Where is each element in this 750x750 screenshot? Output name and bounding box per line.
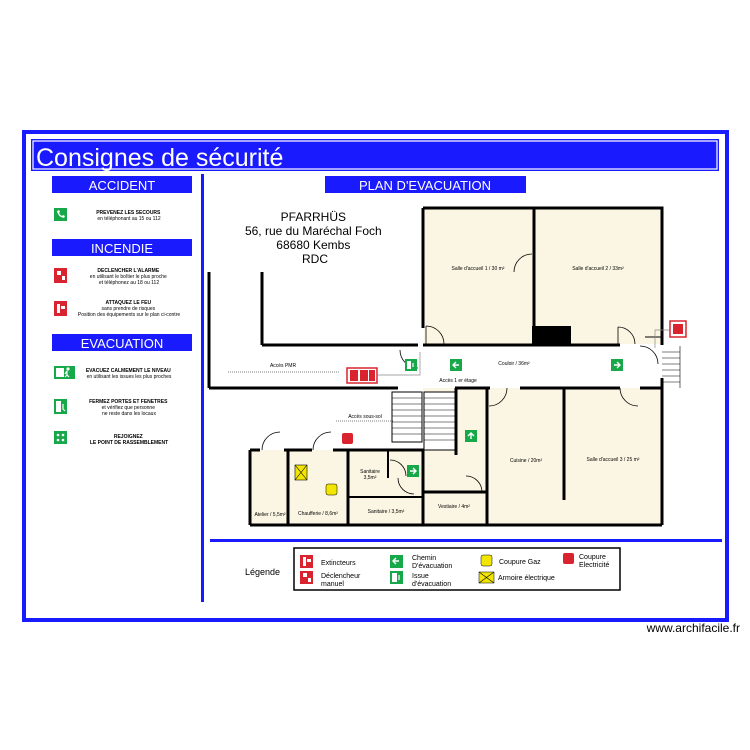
svg-text:REJOIGNEZ LE POINT DE RASS: REJOIGNEZ LE POINT DE RASSEMBLEMENT: [90, 434, 168, 446]
svg-text:Issue d'évacuation: Issue d'évacuation: [412, 573, 451, 588]
power-cut-marker: [342, 433, 353, 444]
incendie-header: [52, 239, 192, 256]
evacuation-item2-line-1: FERMEZ PORTES ET FENETRES: [89, 399, 168, 405]
extinguisher-marker-hall: [346, 367, 378, 384]
legend-issue-1: Issue: [412, 573, 429, 580]
exit-marker-corridor: [405, 359, 417, 371]
electrical-cabinet-marker: [294, 464, 308, 481]
arrow-right-icon: [611, 359, 623, 371]
arrow-up-icon: [465, 430, 477, 442]
legend-chemin-2: D'évacuation: [412, 563, 452, 570]
room-sanitaire1: Sanitaire: [360, 469, 380, 475]
column-divider: [201, 174, 204, 602]
room-sanitaire1-area: 3,5m²: [364, 475, 377, 481]
svg-text:PREVENEZ LES SECOURS en té: PREVENEZ LES SECOURS en téléphonant au 1…: [96, 210, 162, 222]
legend-label: Légende: [245, 567, 280, 577]
legend-power-cut-icon: [563, 553, 574, 564]
evacuation-header: [52, 334, 192, 351]
legend-declencheur-1: Déclencheur: [321, 573, 361, 580]
evacuation-item3-line-2: LE POINT DE RASSEMBLEMENT: [90, 440, 168, 446]
exit-door-icon: [54, 399, 67, 414]
legend-manual-trigger-icon: [300, 571, 313, 584]
gas-cut-marker: [325, 483, 338, 496]
room-atelier: Atelier / 5,5m²: [254, 512, 285, 518]
room-cuisine: Cuisine / 20m²: [510, 458, 543, 464]
room-acces-sous-sol: Accès sous-sol: [348, 414, 382, 420]
svg-text:EVACUEZ CALMEMENT LE NIVEAU: EVACUEZ CALMEMENT LE NIVEAU en utilisant…: [86, 368, 172, 380]
svg-text:Chemin D'évacuation: Chemin D'évacuation: [412, 555, 452, 570]
page-title: Consignes de sécurité: [36, 144, 283, 172]
evacuation-item3-line-1: REJOIGNEZ: [114, 434, 143, 440]
evacuation-item2-line-3: ne reste dans les locaux: [102, 411, 156, 417]
extinguisher-marker-right: [669, 320, 687, 338]
evacuation-item1-line-2: en utilisant les issues les plus proches: [87, 374, 172, 380]
accident-line-2: en téléphonant au 15 ou 112: [97, 216, 161, 222]
legend-chemin-1: Chemin: [412, 555, 436, 562]
legend-separator: [210, 539, 722, 542]
incendie-item1-line-2: en utilisant le boîtier le plus proche: [90, 274, 167, 280]
room-acces-etage: Accès 1 er étage: [439, 378, 477, 384]
legend-extincteurs: Extincteurs: [321, 560, 356, 567]
svg-text:Coupure Electricité: Coupure Electricité: [579, 554, 609, 569]
incendie-header-text: INCENDIE: [91, 241, 153, 256]
evacuation-item1-line-1: EVACUEZ CALMEMENT LE NIVEAU: [86, 368, 171, 374]
room-salle2: Salle d'accueil 2 / 33m²: [572, 266, 624, 272]
svg-text:PFARRHÜS 56, rue du Maréch: PFARRHÜS 56, rue du Maréchal Foch 68680 …: [245, 210, 385, 266]
room-salle3: Salle d'accueil 3 / 25 m²: [587, 457, 640, 463]
incendie-item2-line-1: ATTAQUEZ LE FEU: [105, 300, 151, 306]
legend-declencheur-2: manuel: [321, 581, 344, 588]
plan-header: [325, 176, 526, 193]
room-chaufferie: Chaufferie / 8,6m²: [298, 511, 338, 517]
legend-extinguisher-icon: [300, 555, 313, 568]
address-line-3: 68680 Kembs: [276, 238, 350, 252]
assembly-point-icon: [54, 431, 67, 444]
svg-text:ATTAQUEZ LE FEU sans prend: ATTAQUEZ LE FEU sans prendre de risques …: [78, 300, 180, 318]
svg-text:DECLENCHER L'ALARME en uti: DECLENCHER L'ALARME en utilisant le boît…: [90, 268, 168, 286]
plan-header-text: PLAN D'EVACUATION: [359, 178, 491, 193]
address-line-1: PFARRHÜS: [281, 210, 346, 224]
room-couloir: Couloir / 36m²: [498, 361, 530, 367]
accident-header: [52, 176, 192, 193]
arrow-left-icon: [450, 359, 462, 371]
room-vestiaire: Vestiaire / 4m²: [438, 504, 470, 510]
legend-coupure-elec-1: Coupure: [579, 554, 606, 561]
room-acces-pmr: Accès PMR: [270, 363, 297, 369]
arrow-right-icon-lower: [407, 465, 419, 477]
extinguisher-icon: [54, 301, 67, 316]
address-line-2: 56, rue du Maréchal Foch: [245, 224, 382, 238]
accident-header-text: ACCIDENT: [89, 178, 156, 193]
legend-coupure-gaz: Coupure Gaz: [499, 559, 541, 566]
exit-icon: [54, 366, 75, 379]
legend-exit-icon: [390, 571, 403, 584]
fire-alarm-icon: [54, 268, 67, 283]
phone-icon: [54, 208, 67, 221]
room-sanitaire2: Sanitaire / 3,5m²: [368, 509, 405, 515]
accident-line-1: PREVENEZ LES SECOURS: [96, 210, 161, 216]
incendie-item1-line-3: et téléphonez au 18 ou 112: [99, 280, 159, 286]
incendie-item2-line-2: sans prendre de risques: [101, 306, 155, 312]
legend-cabinet-icon: [478, 571, 495, 584]
watermark: www.archifacile.fr: [646, 621, 740, 635]
legend-gas-icon: [480, 554, 493, 567]
legend-issue-2: d'évacuation: [412, 581, 451, 588]
room-salle1: Salle d'accueil 1 / 30 m²: [452, 266, 505, 272]
svg-text:Déclencheur manuel: Déclencheur manuel: [321, 573, 362, 588]
floor-plan: [207, 206, 681, 527]
incendie-item2-line-3: Position des équipements sur le plan ci-…: [78, 312, 180, 318]
legend-path-icon: [390, 555, 403, 568]
address-line-4: RDC: [302, 252, 328, 266]
evacuation-header-text: EVACUATION: [81, 336, 164, 351]
svg-text:FERMEZ PORTES ET FENETRES: FERMEZ PORTES ET FENETRES et vérifiez qu…: [89, 399, 169, 417]
legend-coupure-elec-2: Electricité: [579, 562, 609, 569]
legend-armoire: Armoire électrique: [498, 575, 555, 582]
incendie-item1-line-1: DECLENCHER L'ALARME: [97, 268, 159, 274]
evacuation-item2-line-2: et vérifiez que personne: [102, 405, 156, 411]
